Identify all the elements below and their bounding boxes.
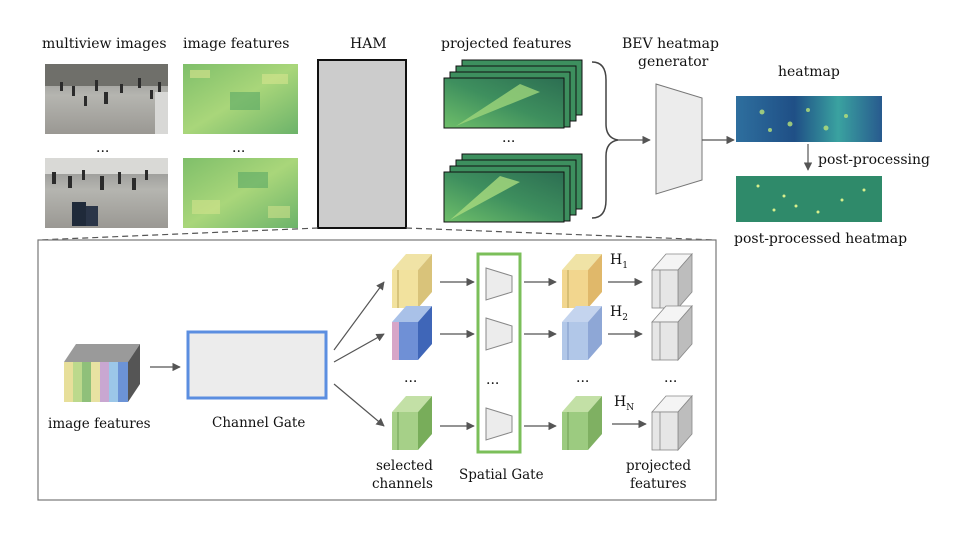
post-processed-heatmap [736,176,882,222]
multiview-image-2 [45,158,168,228]
label-projected-features: projected features [441,36,572,52]
label-bev-heatmap-line2: generator [638,54,709,70]
projected-features-stack-2 [443,153,583,223]
label-hn: HN [614,394,634,413]
masked-channel-blue [562,306,602,360]
label-heatmap: heatmap [778,64,840,80]
label-bev-heatmap-line1: BEV heatmap [622,36,719,52]
label-selected-line1: selected [376,458,433,474]
ellipsis-images: ... [96,140,109,156]
projected-output-2 [651,304,693,362]
ham-block [317,59,407,229]
masked-channel-green [562,396,602,450]
arrow-to-channel-2 [333,333,385,363]
projected-output-1 [651,252,693,310]
selected-channel-blue [392,306,432,360]
label-selected-line2: channels [372,476,433,492]
zoom-line-right [405,227,717,241]
label-channel-gate: Channel Gate [212,415,305,431]
spatial-gate-unit-1 [485,267,513,301]
label-post-processing: post-processing [818,152,930,168]
zoom-line-left [37,227,319,241]
spatial-gate-unit-2 [485,317,513,351]
projected-output-n [651,394,693,452]
input-feature-block [64,344,140,402]
label-post-processed-heatmap: post-processed heatmap [734,231,907,247]
ellipsis-spatial: ... [486,372,499,388]
ellipsis-selected: ... [404,370,417,386]
ellipsis-projected: ... [502,130,515,146]
selected-channel-green [392,396,432,450]
ellipsis-masked: ... [576,370,589,386]
label-spatial-gate: Spatial Gate [459,467,544,483]
label-image-features: image features [183,36,289,52]
ellipsis-output: ... [664,370,677,386]
channel-gate [186,330,328,400]
ham-detail-panel [37,239,717,501]
brace [591,61,619,219]
bev-generator [655,83,703,195]
arrow-to-channel-n [333,383,385,427]
label-projected-line1: projected [626,458,691,474]
label-projected-line2: features [630,476,687,492]
ellipsis-features: ... [232,140,245,156]
label-h2: H2 [610,304,628,323]
label-multiview-images: multiview images [42,36,167,52]
heatmap [736,96,882,142]
projected-features-stack-1 [443,59,583,129]
label-image-features-lower: image features [48,416,151,432]
selected-channel-yellow [392,254,432,308]
arrow-to-channel-1 [333,281,385,351]
image-feature-map-1 [183,64,298,134]
spatial-gate-unit-n [485,407,513,441]
masked-channel-yellow [562,254,602,308]
multiview-image-1 [45,64,168,134]
image-feature-map-2 [183,158,298,228]
spatial-gate [476,252,522,454]
label-h1: H1 [610,252,628,271]
label-ham: HAM [350,36,387,52]
